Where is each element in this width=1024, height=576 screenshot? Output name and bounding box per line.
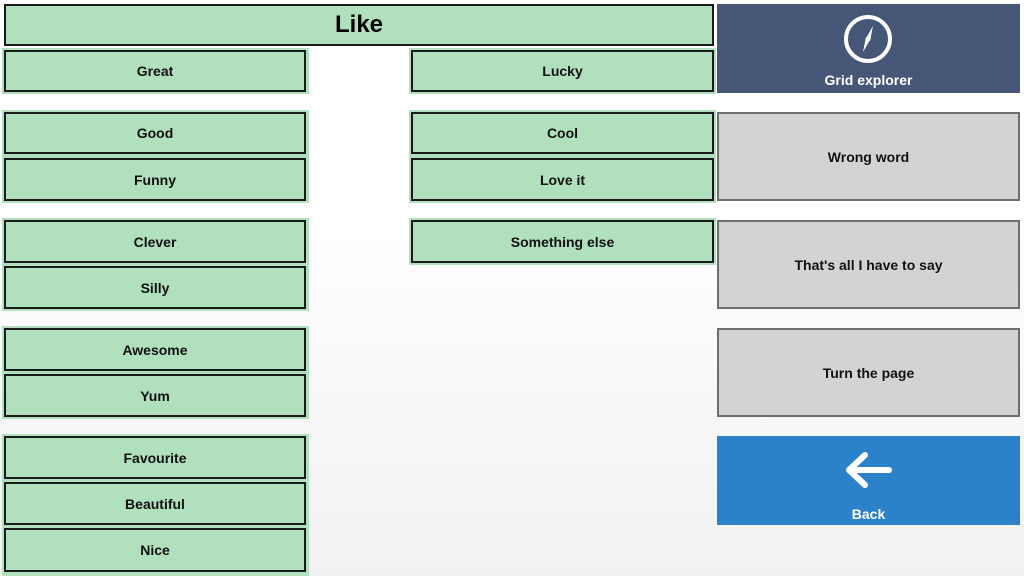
word-cool[interactable]: Cool — [411, 112, 714, 154]
compass-icon — [844, 15, 892, 63]
back-label: Back — [851, 506, 886, 522]
word-something-else[interactable]: Something else — [411, 220, 714, 263]
arrow-left-icon — [846, 452, 892, 488]
page-title: Like — [4, 4, 714, 46]
word-awesome[interactable]: Awesome — [4, 328, 306, 371]
turn-page-button[interactable]: Turn the page — [717, 328, 1020, 417]
word-love-it[interactable]: Love it — [411, 158, 714, 201]
grid-explorer-label: Grid explorer — [824, 72, 913, 88]
word-nice[interactable]: Nice — [4, 528, 306, 572]
word-good[interactable]: Good — [4, 112, 306, 154]
word-yum[interactable]: Yum — [4, 374, 306, 417]
word-great[interactable]: Great — [4, 50, 306, 92]
grid-explorer-button[interactable]: Grid explorer — [717, 4, 1020, 93]
word-silly[interactable]: Silly — [4, 266, 306, 309]
wrong-word-button[interactable]: Wrong word — [717, 112, 1020, 201]
thats-all-button[interactable]: That's all I have to say — [717, 220, 1020, 309]
back-button[interactable]: Back — [717, 436, 1020, 525]
word-funny[interactable]: Funny — [4, 158, 306, 201]
word-favourite[interactable]: Favourite — [4, 436, 306, 479]
word-beautiful[interactable]: Beautiful — [4, 482, 306, 525]
word-clever[interactable]: Clever — [4, 220, 306, 263]
word-lucky[interactable]: Lucky — [411, 50, 714, 92]
